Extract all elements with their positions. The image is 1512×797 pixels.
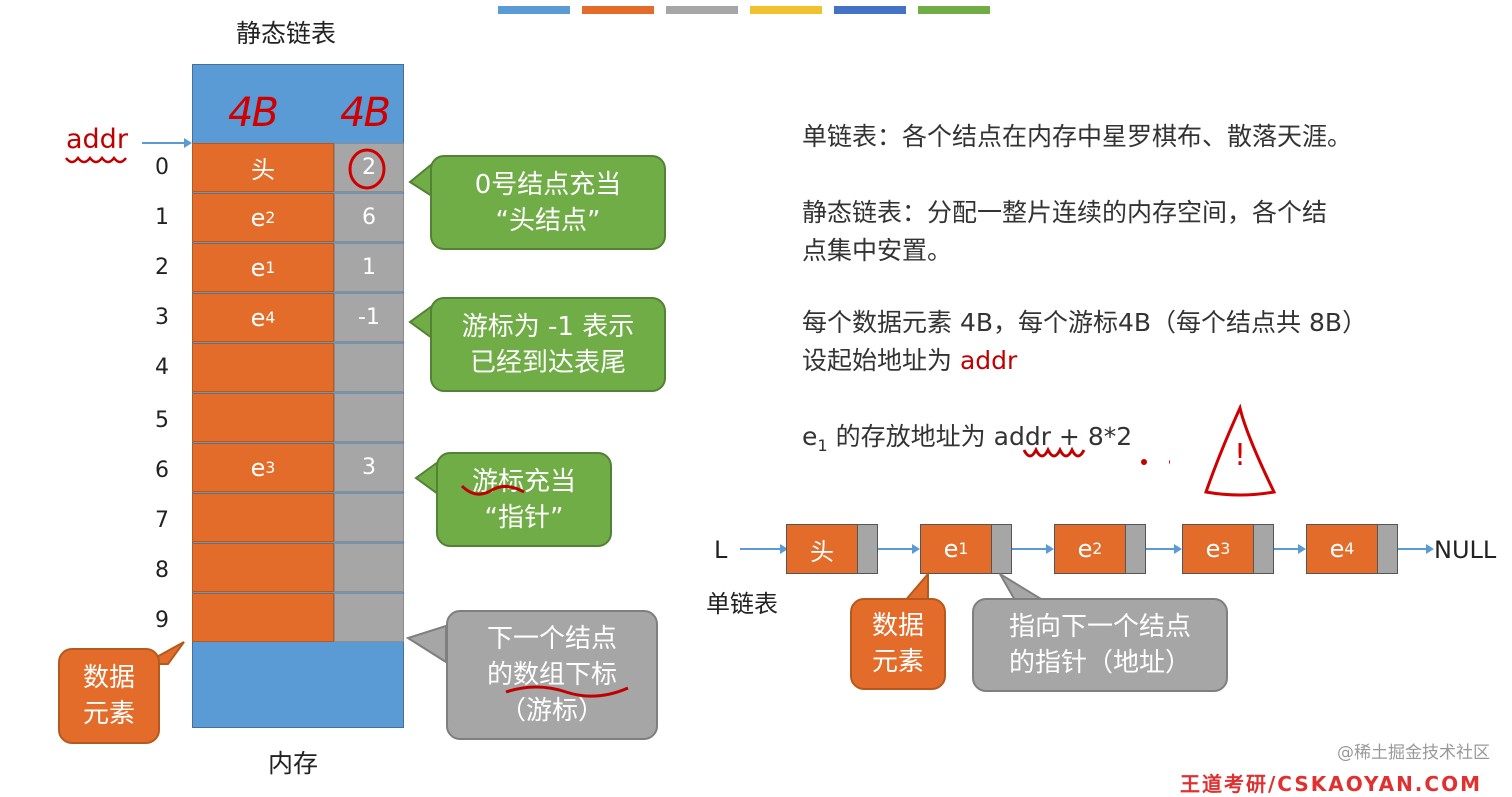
data-cell: [192, 343, 334, 392]
row-index: 5: [155, 408, 169, 433]
cursor-cell: [334, 343, 404, 392]
cursor-cell: 6: [334, 193, 404, 242]
handwritten-data-size: 4B: [228, 90, 279, 136]
cursor-cell: 2: [334, 143, 404, 192]
row-index: 6: [155, 458, 169, 483]
list-arrow: [1274, 544, 1306, 554]
pointer-underline: [460, 484, 525, 496]
bottom-red-text: 王道考研/CSKAOYAN.COM: [1180, 772, 1482, 796]
data-element-callout-left: 数据元素: [58, 648, 160, 744]
addr-underline: [65, 155, 127, 164]
row-index: 9: [155, 608, 169, 633]
tail-callout: 游标为 -1 表示已经到达表尾: [430, 297, 666, 392]
cursor-cell: 3: [334, 443, 404, 492]
row-index: 4: [155, 355, 169, 380]
warning-exclamation: !: [1234, 438, 1247, 473]
color-bar-gray: [666, 6, 738, 14]
addr-annotation-underline: [1022, 446, 1170, 465]
data-cell: [192, 493, 334, 542]
list-node-pointer: [1378, 524, 1398, 574]
next-index-callout: 下一个结点的数组下标（游标）: [446, 610, 658, 740]
handwritten-cursor-size: 4B: [340, 90, 391, 136]
row-index: 0: [155, 155, 169, 180]
static-list-title: 静态链表: [236, 19, 337, 48]
singly-linked-caption: 单链表: [706, 590, 778, 618]
color-bar-blue: [498, 6, 570, 14]
row-index: 1: [155, 205, 169, 230]
cursor-cell: 1: [334, 243, 404, 292]
pointer-callout: 游标充当“指针”: [436, 452, 612, 547]
data-cell: [192, 593, 334, 642]
color-bar-yellow: [750, 6, 822, 14]
data-cell: [192, 543, 334, 592]
list-node-pointer: [1126, 524, 1146, 574]
paragraph-sizes: 每个数据元素 4B，每个游标4B（每个结点共 8B） 设起始地址为 addr: [802, 308, 1368, 375]
cursor-circle-mark: [348, 148, 386, 190]
list-arrow: [1146, 544, 1182, 554]
list-head-label: L: [714, 536, 728, 564]
cursor-cell: -1: [334, 293, 404, 342]
callout-pointer: [405, 624, 447, 664]
cursor-cell: [334, 393, 404, 442]
color-bar-navy: [834, 6, 906, 14]
list-node-pointer: [1254, 524, 1274, 574]
data-cell: 头: [192, 143, 334, 192]
list-arrow: [878, 544, 920, 554]
color-bar-green: [918, 6, 990, 14]
list-node-pointer: [992, 524, 1012, 574]
list-head-arrow: [740, 544, 788, 554]
cursor-cell: [334, 543, 404, 592]
row-index: 2: [155, 255, 169, 280]
paragraph-static-linked: 静态链表：分配一整片连续的内存空间，各个结点集中安置。: [802, 198, 1328, 265]
data-element-callout-right: 数据元素: [850, 598, 946, 690]
null-label: NULL: [1434, 536, 1497, 564]
warning-triangle-icon: [1204, 404, 1277, 497]
paragraph-address: e1 的存放地址为 addr + 8*2: [802, 422, 1133, 455]
handwritten-addr: addr: [66, 124, 128, 155]
row-index: 7: [155, 508, 169, 533]
memory-label: 内存: [268, 749, 319, 778]
watermark: @稀土掘金技术社区: [1337, 743, 1490, 763]
paragraph-singly-linked: 单链表：各个结点在内存中星罗棋布、散落天涯。: [802, 122, 1353, 151]
row-index: 3: [155, 305, 169, 330]
cursor-cell: [334, 593, 404, 642]
list-node-pointer: [858, 524, 878, 574]
data-cell: [192, 393, 334, 442]
row-index: 8: [155, 558, 169, 583]
addr-arrow: [142, 138, 192, 148]
pointer-address-callout: 指向下一个结点的指针（地址）: [972, 598, 1228, 692]
next-index-underline: [505, 685, 629, 698]
list-arrow: [1012, 544, 1054, 554]
list-node-data: 头: [786, 524, 858, 574]
list-arrow: [1398, 544, 1434, 554]
color-bar-orange: [582, 6, 654, 14]
head-callout: 0号结点充当“头结点”: [430, 155, 666, 250]
cursor-cell: [334, 493, 404, 542]
